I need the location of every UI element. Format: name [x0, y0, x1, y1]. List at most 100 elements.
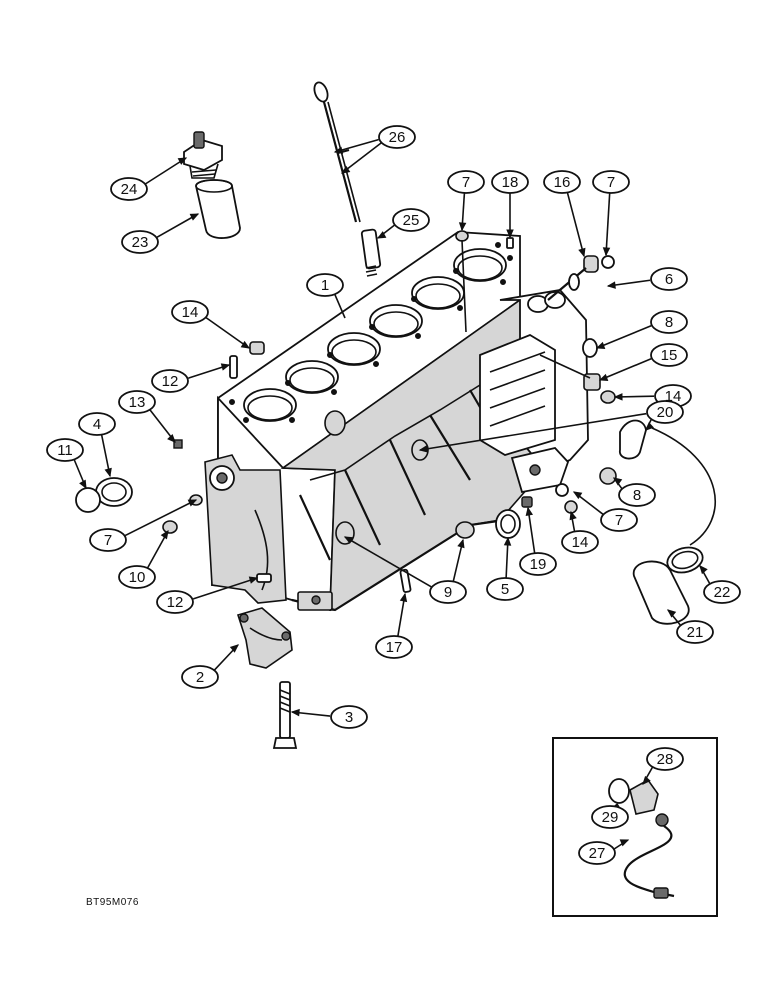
leader-line — [192, 577, 258, 600]
leader-arrowhead — [399, 592, 408, 603]
leader-line — [344, 536, 432, 588]
leader-arrowhead — [189, 213, 200, 221]
callout-oval — [378, 125, 416, 149]
callout-number: 26 — [389, 129, 406, 146]
callout-oval — [618, 483, 656, 507]
callout-oval — [486, 577, 524, 601]
leader-arrowhead — [240, 340, 251, 349]
leader-line — [124, 499, 197, 537]
callout-12: 12 — [151, 369, 189, 393]
callout-3: 3 — [330, 705, 368, 729]
callout-number: 10 — [129, 569, 146, 586]
callout-12: 12 — [156, 590, 194, 614]
seal-disk — [582, 338, 598, 358]
main-bearing-bolt — [272, 681, 298, 749]
cylinder-bores — [243, 248, 507, 422]
leader-line — [605, 192, 611, 256]
callout-oval — [151, 369, 189, 393]
callout-22: 22 — [703, 580, 741, 604]
leader-arrowhead — [220, 363, 231, 371]
callout-oval — [78, 412, 116, 436]
callout-number: 2 — [196, 669, 204, 686]
leader-arrowhead — [612, 477, 623, 486]
callout-number: 19 — [530, 556, 547, 573]
callout-number: 14 — [182, 304, 199, 321]
callout-number: 12 — [167, 594, 184, 611]
front-fitting — [173, 439, 183, 449]
callout-oval — [89, 528, 127, 552]
callout-8: 8 — [650, 310, 688, 334]
rear-plug-assembly — [547, 255, 615, 301]
callout-oval — [646, 400, 684, 424]
leader-arrowhead — [525, 506, 534, 517]
callout-number: 1 — [321, 277, 329, 294]
leader-arrowhead — [458, 222, 467, 232]
leader-arrowhead — [333, 146, 344, 154]
callout-9: 9 — [429, 580, 467, 604]
leader-arrowhead — [595, 341, 606, 349]
o-ring-seal — [75, 487, 101, 513]
callout-oval — [118, 565, 156, 589]
callout-number: 17 — [386, 639, 403, 656]
callout-oval — [650, 343, 688, 367]
dipstick-tube — [360, 228, 382, 277]
callout-number: 28 — [657, 751, 674, 768]
elbow-fitting — [619, 419, 647, 460]
callout-oval — [578, 841, 616, 865]
leader-arrowhead — [160, 529, 169, 540]
callout-oval — [592, 170, 630, 194]
leader-arrowhead — [598, 373, 609, 381]
callout-oval — [591, 805, 629, 829]
leader-arrowhead — [613, 393, 623, 401]
callout-number: 7 — [607, 174, 615, 191]
leader-line — [419, 412, 647, 451]
hose-clamp — [666, 546, 704, 574]
callout-29: 29 — [591, 805, 629, 829]
leader-arrowhead — [503, 536, 512, 546]
leader-arrowhead — [602, 247, 611, 257]
callout-2: 2 — [181, 665, 219, 689]
callout-oval — [650, 267, 688, 291]
callout-number: 18 — [502, 174, 519, 191]
callout-7: 7 — [600, 508, 638, 532]
callout-oval — [46, 438, 84, 462]
pin — [399, 568, 412, 593]
callout-oval — [646, 747, 684, 771]
callout-number: 29 — [602, 809, 619, 826]
leader-arrowhead — [343, 536, 354, 544]
callout-oval — [306, 273, 344, 297]
leader-line — [334, 138, 379, 153]
callout-number: 11 — [57, 442, 73, 459]
leader-arrowhead — [229, 644, 239, 653]
leader-arrowhead — [569, 510, 577, 521]
callout-oval — [375, 635, 413, 659]
callout-oval — [118, 390, 156, 414]
callout-oval — [392, 208, 430, 232]
callout-1: 1 — [306, 273, 344, 297]
callout-7: 7 — [592, 170, 630, 194]
callout-number: 9 — [444, 584, 452, 601]
sensor-wire — [623, 825, 675, 898]
leader-line — [527, 507, 536, 554]
callout-oval — [491, 170, 529, 194]
callout-19: 19 — [519, 552, 557, 576]
leader-arrowhead — [79, 479, 87, 490]
callout-oval — [676, 620, 714, 644]
top-plug — [249, 341, 265, 355]
callout-oval — [519, 552, 557, 576]
inset-box — [552, 737, 718, 917]
callout-24: 24 — [110, 177, 148, 201]
callout-number: 6 — [665, 271, 673, 288]
callout-number: 27 — [589, 845, 606, 862]
cylinder-block — [204, 231, 589, 612]
callout-oval — [171, 300, 209, 324]
filler-tube — [195, 179, 241, 239]
leader-arrowhead — [248, 576, 259, 584]
leader-arrowhead — [619, 839, 630, 847]
leader-line — [599, 358, 652, 381]
drain-fitting — [521, 496, 533, 508]
front-plug — [162, 520, 178, 534]
callout-8: 8 — [618, 483, 656, 507]
